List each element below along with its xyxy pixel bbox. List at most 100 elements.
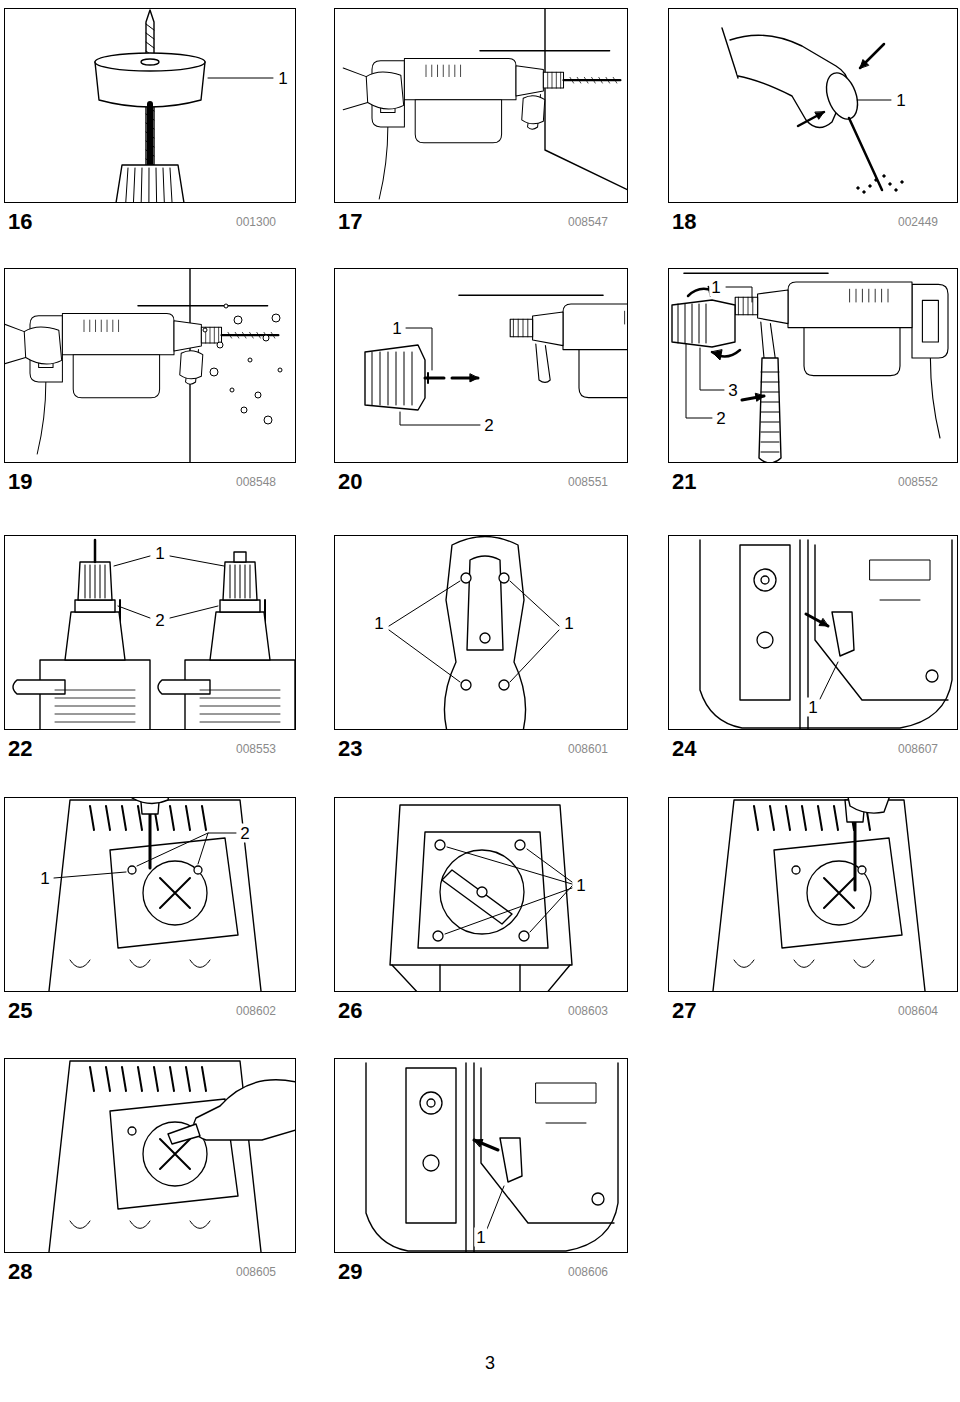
vent: [454, 65, 455, 77]
callout-number: 1: [894, 91, 907, 110]
leader-line: [487, 1186, 504, 1229]
ridge: [240, 565, 241, 598]
figure-number: 19: [8, 469, 32, 495]
leader-line: [820, 662, 838, 699]
wiring: [130, 960, 150, 968]
figure-caption: 22008553: [4, 736, 296, 762]
figure-art: [95, 10, 273, 202]
commutator-cover: [143, 861, 207, 925]
hand: [180, 351, 203, 379]
panel-frame: [668, 8, 958, 203]
hammer-drill: [684, 273, 948, 438]
housing: [48, 1061, 262, 1252]
gear: [420, 1092, 442, 1114]
handle-housing: [444, 537, 525, 730]
ridge: [396, 352, 397, 405]
ridge: [209, 327, 210, 343]
vent: [122, 1067, 126, 1091]
hand: [130, 798, 172, 804]
vent: [460, 65, 461, 77]
ridge: [100, 565, 101, 598]
vent: [849, 289, 850, 302]
motion-arrow: [860, 44, 884, 68]
screw: [519, 931, 529, 941]
hub: [477, 887, 487, 897]
gear-housing: [579, 350, 627, 398]
nozzle: [849, 118, 882, 190]
ridge: [738, 297, 739, 315]
housing-side-view: [700, 540, 952, 729]
ridge: [513, 319, 514, 337]
ridge: [552, 72, 553, 88]
motor-top-view: [712, 800, 926, 991]
figure-code: 002449: [898, 215, 938, 229]
arrow-head: [819, 619, 828, 626]
gear-hub: [427, 1099, 435, 1107]
figure-panel: 20008551: [334, 268, 628, 495]
figure-art: [343, 9, 627, 199]
arrow-head: [712, 350, 722, 360]
vent: [770, 806, 774, 830]
debris: [234, 316, 242, 324]
leader-line: [198, 833, 236, 864]
callout-number: 1: [38, 869, 51, 888]
callout-number: 1: [574, 876, 587, 895]
screw: [499, 680, 509, 690]
vent: [154, 1067, 158, 1091]
motor-housing: [563, 304, 627, 350]
page-number: 3: [483, 1353, 497, 1373]
leader-line: [208, 78, 273, 79]
wiring: [70, 1221, 90, 1229]
leader-line: [170, 556, 224, 566]
side-handle: [158, 680, 210, 694]
handle-opening: [922, 300, 938, 342]
figure-art: [13, 540, 295, 729]
figure-number: 26: [338, 998, 362, 1024]
callout-number: 3: [726, 381, 739, 400]
commutator-cover: [440, 850, 524, 934]
figure-code: 008601: [568, 742, 608, 756]
vent: [200, 722, 280, 723]
figure-code: 008603: [568, 1004, 608, 1018]
figure-caption: 16001300: [4, 209, 296, 235]
tool-holder: [543, 72, 563, 88]
screwdriver-shaft: [854, 820, 857, 890]
figure-code: 008606: [568, 1265, 608, 1279]
callout-number: 1: [709, 278, 722, 297]
vent: [856, 289, 857, 302]
figure-art: [700, 540, 952, 729]
screw: [499, 573, 509, 583]
dust: [869, 185, 872, 188]
depth-rod: [459, 294, 603, 296]
vent: [200, 714, 280, 715]
figure-panel: 24008607: [668, 535, 958, 762]
gear: [757, 632, 773, 648]
screw: [792, 866, 800, 874]
figure-art: [390, 805, 572, 991]
depth-rod: [138, 305, 268, 306]
ridge: [218, 327, 219, 343]
figure-code: 008547: [568, 215, 608, 229]
callout-number: 2: [482, 416, 495, 435]
ridge: [134, 168, 136, 202]
drill-bit: [94, 540, 97, 562]
callout-number: 2: [238, 824, 251, 843]
hammer-drill: [5, 306, 278, 454]
depth-rod: [480, 50, 610, 51]
grip-ridge: [761, 452, 779, 453]
grip-ridge: [761, 382, 779, 383]
side-handle: [759, 358, 781, 462]
blow-out-bulb: [821, 69, 864, 124]
gear-column: [406, 1068, 456, 1223]
vent: [202, 806, 206, 830]
adapter-ring: [220, 600, 260, 612]
ridge: [372, 352, 373, 405]
leader-line: [406, 328, 432, 370]
side-handle: [13, 680, 65, 694]
panel-frame: [334, 535, 628, 730]
chuck: [116, 165, 184, 202]
vent: [84, 320, 85, 332]
brush-cap: [500, 1138, 522, 1182]
leader-line: [170, 606, 218, 618]
figure-art: [365, 295, 627, 460]
